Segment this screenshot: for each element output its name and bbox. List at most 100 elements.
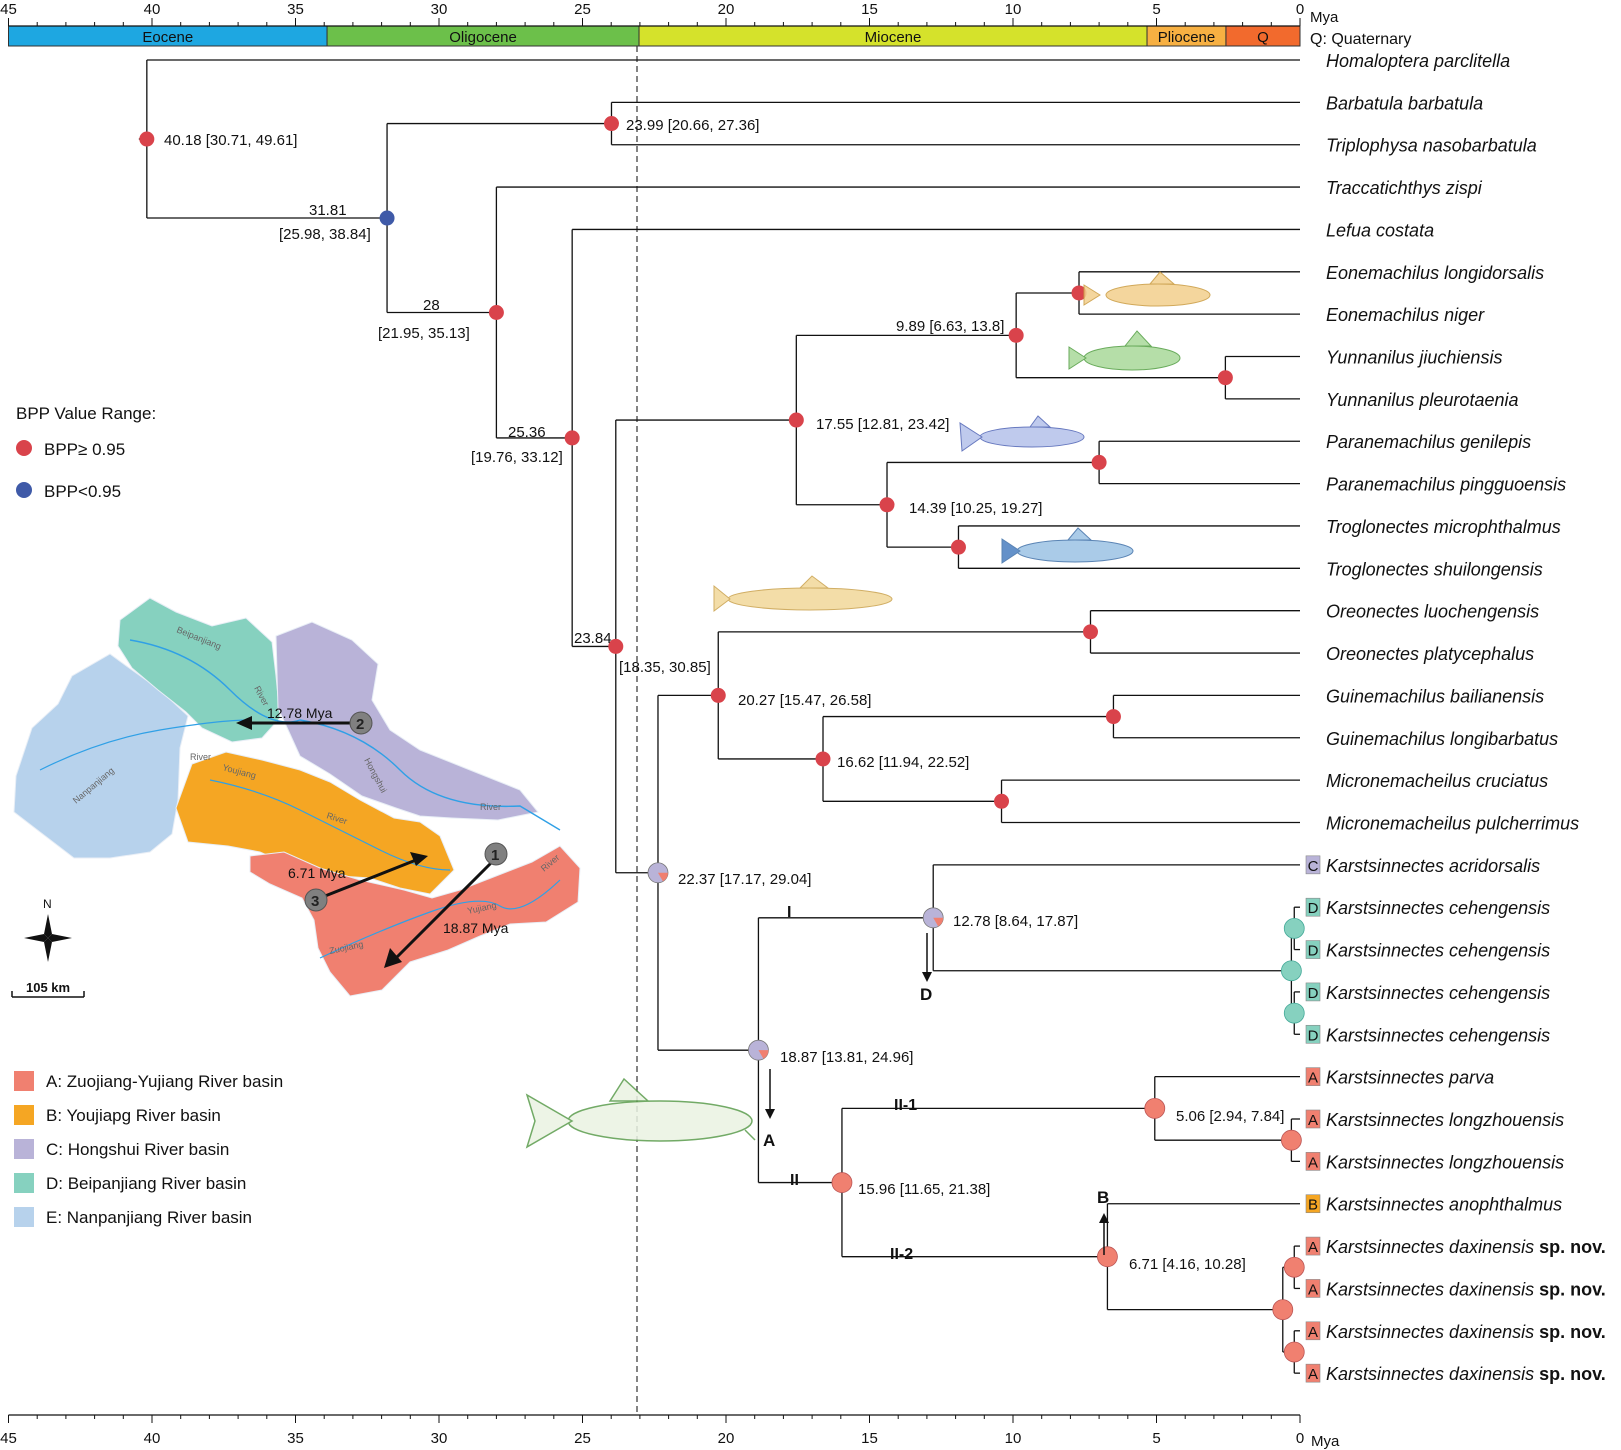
node-label-23-99: 23.99 [20.66, 27.36] xyxy=(626,117,759,134)
node-bpp-marker xyxy=(1105,709,1121,725)
node-bpp-marker xyxy=(1071,285,1087,301)
tip-area-box xyxy=(1305,1024,1321,1044)
scale-label: 105 km xyxy=(26,980,70,995)
tip-label: Troglonectes microphthalmus xyxy=(1326,517,1561,537)
axis-tick-label: 15 xyxy=(861,1,878,18)
tip-area-letter: A xyxy=(1308,1070,1318,1087)
node-label-23-84-ci: [18.35, 30.85] xyxy=(619,659,711,676)
tip-label: Eonemachilus niger xyxy=(1326,305,1485,325)
tip-area-letter: A xyxy=(1308,1366,1318,1383)
tip-label: Karstsinnectes longzhouensis xyxy=(1326,1110,1564,1130)
node-ancestral-area-pie xyxy=(1283,917,1305,939)
tip-area-letter: A xyxy=(1308,1324,1318,1341)
tip-taxon-name: Paranemachilus genilepis xyxy=(1326,432,1531,452)
basin-legend-label: D: Beipanjiang River basin xyxy=(46,1174,246,1193)
tip-taxon-name: Triplophysa nasobarbatula xyxy=(1326,136,1537,156)
tip-area-box xyxy=(1305,1109,1321,1129)
tip-taxon-name: Traccatichthys zispi xyxy=(1326,178,1483,198)
node-label-6-71: 6.71 [4.16, 10.28] xyxy=(1129,1256,1246,1273)
tip-area-letter: A xyxy=(1308,1154,1318,1171)
compass-north-label: N xyxy=(43,897,52,911)
tip-taxon-name: Karstsinnectes cehengensis xyxy=(1326,983,1550,1003)
tip-label: Karstsinnectes cehengensis xyxy=(1326,898,1550,918)
node-label-12-78: 12.78 [8.64, 17.87] xyxy=(953,913,1078,930)
tip-label: Guinemachilus bailianensis xyxy=(1326,686,1544,706)
node-label-9-89: 9.89 [6.63, 13.8] xyxy=(896,318,1004,335)
node-label-22-37: 22.37 [17.17, 29.04] xyxy=(678,871,811,888)
basin-legend-swatch-D xyxy=(14,1173,34,1193)
fish-illustration-karstsinnectes xyxy=(525,1077,756,1149)
map-event-1-label: 18.87 Mya xyxy=(443,920,509,936)
tip-label: Micronemacheilus pulcherrimus xyxy=(1326,813,1579,833)
node-bpp-marker xyxy=(815,751,831,767)
node-ancestral-area-pie xyxy=(831,1172,853,1193)
node-label-23-84: 23.84 xyxy=(574,630,612,647)
tip-area-box xyxy=(1305,855,1321,875)
bpp-high-swatch xyxy=(16,440,32,456)
tip-label: Paranemachilus genilepis xyxy=(1326,432,1531,452)
tip-area-box xyxy=(1305,1363,1321,1383)
bpp-legend-title: BPP Value Range: xyxy=(16,404,156,423)
tip-taxon-name: Micronemacheilus cruciatus xyxy=(1326,771,1548,791)
tip-taxon-name: Troglonectes microphthalmus xyxy=(1326,517,1561,537)
tip-taxon-name: Karstsinnectes daxinensis xyxy=(1326,1322,1534,1342)
tip-label: Karstsinnectes anophthalmus xyxy=(1326,1195,1562,1215)
node-bpp-marker xyxy=(608,638,624,654)
node-bpp-marker xyxy=(950,539,966,555)
pie-slice xyxy=(758,1050,769,1059)
fish-illustration-paranemachilus xyxy=(959,415,1085,452)
event-arrow-D: D xyxy=(920,933,932,1004)
node-label-28: 28 xyxy=(423,297,440,314)
tip-area-box xyxy=(1305,1067,1321,1086)
tree-nodes xyxy=(139,116,1305,1363)
fish-illustration-oreonectes xyxy=(713,575,893,612)
event-arrow-A: A xyxy=(763,1069,775,1150)
basin-A xyxy=(249,845,581,997)
tip-label: Traccatichthys zispi xyxy=(1326,178,1483,198)
tip-area-letter: A xyxy=(1308,1239,1318,1256)
node-label-25-36: 25.36 xyxy=(508,424,546,441)
tip-area-letter: D xyxy=(1308,900,1319,917)
tip-label: Micronemacheilus cruciatus xyxy=(1326,771,1548,791)
node-label-40-18: 40.18 [30.71, 49.61] xyxy=(164,132,297,149)
tip-taxon-name: Karstsinnectes anophthalmus xyxy=(1326,1195,1562,1215)
tip-taxon-name: Karstsinnectes longzhouensis xyxy=(1326,1110,1564,1130)
axis-tick-label: 25 xyxy=(574,1,591,18)
tip-area-letter: A xyxy=(1308,1281,1318,1298)
axis-tick-label: 35 xyxy=(287,1,304,18)
axis-tick-label: 10 xyxy=(1005,1430,1022,1447)
axis-tick-label: 45 xyxy=(0,1,17,18)
river-basin-map: Beipanjiang River River Nanpanjiang Youj… xyxy=(11,597,581,998)
basin-legend-label: A: Zuojiang-Yujiang River basin xyxy=(46,1072,283,1091)
tip-area-box xyxy=(1305,1152,1321,1171)
epoch-label: Pliocene xyxy=(1158,29,1216,46)
event-label-D: D xyxy=(920,985,932,1004)
axis-tick-label: 5 xyxy=(1152,1430,1160,1447)
tip-label: Barbatula barbatula xyxy=(1326,93,1483,113)
basin-legend-label: E: Nanpanjiang River basin xyxy=(46,1208,252,1227)
tip-area-box xyxy=(1305,1236,1321,1256)
tip-label: Oreonectes platycephalus xyxy=(1326,644,1534,664)
tip-taxon-name: Yunnanilus jiuchiensis xyxy=(1326,348,1502,368)
basin-legend-swatch-B xyxy=(14,1105,34,1125)
bottom-axis-unit: Mya xyxy=(1311,1433,1340,1450)
tip-area-box xyxy=(1305,1321,1321,1341)
node-bpp-marker xyxy=(1091,454,1107,470)
clade-label-II-2: II-2 xyxy=(890,1246,913,1263)
tip-label: Guinemachilus longibarbatus xyxy=(1326,729,1558,749)
node-ancestral-area-pie xyxy=(1280,960,1302,982)
node-bpp-marker xyxy=(879,497,895,513)
tip-label: Homaloptera parclitella xyxy=(1326,51,1510,71)
axis-tick-label: 0 xyxy=(1296,1430,1304,1447)
map-event-2-label: 12.78 Mya xyxy=(267,705,333,721)
node-ancestral-area-pie xyxy=(1272,1299,1294,1321)
tip-area-letter: A xyxy=(1308,1112,1318,1129)
